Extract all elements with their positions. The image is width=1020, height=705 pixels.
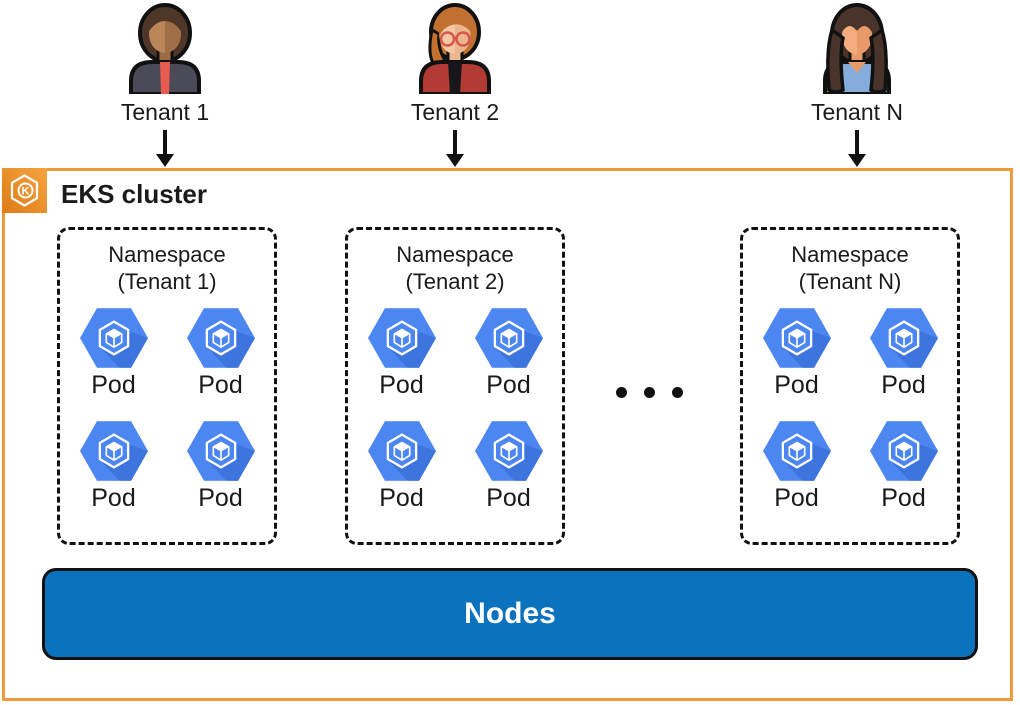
pod-label: Pod — [486, 371, 531, 399]
eks-cluster-box: K EKS cluster Namespace (Tenant 1) Pod P… — [2, 168, 1013, 701]
nodes-label: Nodes — [464, 597, 556, 630]
pod-hexagon-icon — [187, 421, 255, 481]
down-arrow-icon — [156, 130, 174, 167]
down-arrow-icon — [848, 130, 866, 167]
tenant-2-avatar-icon — [419, 3, 491, 94]
pod-hexagon-icon — [870, 308, 938, 368]
tenant-n-avatar-icon — [823, 3, 891, 94]
eks-icon-letter: K — [22, 186, 30, 198]
eks-kubernetes-icon: K — [2, 168, 47, 213]
tenant-1-avatar-icon — [129, 3, 201, 94]
tenant-1-label: Tenant 1 — [120, 99, 210, 125]
pod-label: Pod — [379, 371, 424, 399]
down-arrow-icon — [446, 130, 464, 167]
nodes-bar: Nodes — [42, 568, 978, 660]
pod-label: Pod — [881, 371, 926, 399]
tenant-2-label: Tenant 2 — [410, 99, 500, 125]
pod-label: Pod — [198, 371, 243, 399]
pod-item: Pod — [80, 308, 148, 399]
pod-label: Pod — [881, 484, 926, 512]
pod-item: Pod — [870, 421, 938, 512]
pod-item: Pod — [763, 421, 831, 512]
pod-grid: Pod Pod Pod Pod — [60, 308, 274, 512]
pod-hexagon-icon — [870, 421, 938, 481]
pod-label: Pod — [91, 371, 136, 399]
tenant-1-column: Tenant 1 — [85, 2, 245, 167]
pod-hexagon-icon — [475, 421, 543, 481]
pod-hexagon-icon — [763, 308, 831, 368]
pod-grid: Pod Pod Pod Pod — [743, 308, 957, 512]
pod-hexagon-icon — [763, 421, 831, 481]
pod-item: Pod — [187, 308, 255, 399]
pod-item: Pod — [368, 421, 436, 512]
pod-item: Pod — [475, 308, 543, 399]
pod-label: Pod — [91, 484, 136, 512]
namespace-title: Namespace (Tenant 1) — [108, 242, 226, 294]
pod-hexagon-icon — [80, 308, 148, 368]
pod-label: Pod — [379, 484, 424, 512]
namespace-title: Namespace (Tenant N) — [791, 242, 909, 294]
tenant-2-column: Tenant 2 — [375, 2, 535, 167]
pod-item: Pod — [870, 308, 938, 399]
pod-item: Pod — [80, 421, 148, 512]
namespace-tenant-1-box: Namespace (Tenant 1) Pod Pod Pod — [57, 227, 277, 545]
pod-label: Pod — [774, 484, 819, 512]
pod-item: Pod — [475, 421, 543, 512]
pod-label: Pod — [198, 484, 243, 512]
pod-label: Pod — [486, 484, 531, 512]
pod-hexagon-icon — [368, 421, 436, 481]
cluster-title: EKS cluster — [61, 179, 207, 209]
pod-label: Pod — [774, 371, 819, 399]
namespace-tenant-n-box: Namespace (Tenant N) Pod Pod Pod — [740, 227, 960, 545]
pod-item: Pod — [763, 308, 831, 399]
horizontal-ellipsis-icon — [616, 387, 683, 398]
pod-hexagon-icon — [80, 421, 148, 481]
tenant-n-column: Tenant N — [777, 2, 937, 167]
pod-item: Pod — [187, 421, 255, 512]
namespace-title: Namespace (Tenant 2) — [396, 242, 514, 294]
pod-hexagon-icon — [368, 308, 436, 368]
namespace-tenant-2-box: Namespace (Tenant 2) Pod Pod Pod — [345, 227, 565, 545]
pod-item: Pod — [368, 308, 436, 399]
tenant-n-label: Tenant N — [810, 99, 904, 125]
pod-hexagon-icon — [475, 308, 543, 368]
pod-hexagon-icon — [187, 308, 255, 368]
pod-grid: Pod Pod Pod Pod — [348, 308, 562, 512]
